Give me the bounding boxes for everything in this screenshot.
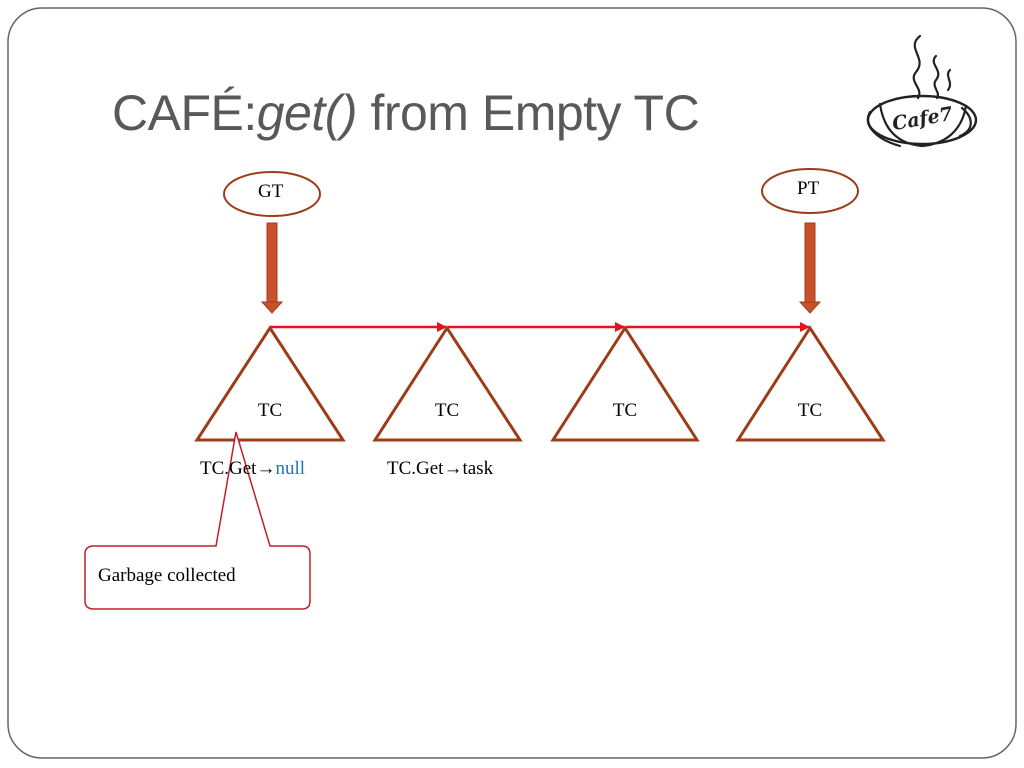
gt-down-arrow [260,222,284,314]
tc-label-4: TC [797,400,823,421]
callout-text: Garbage collected [98,565,236,586]
get-label-null-prefix: TC.Get [200,458,257,479]
title-method: get() [256,85,358,141]
callout-shape [84,431,311,610]
pt-thread-ellipse [761,168,859,214]
page-title: CAFÉ:get() from Empty TC [112,84,700,142]
arrow-right-icon: → [256,458,276,479]
get-label-null: TC.Get→null [200,458,305,480]
title-prefix: CAFÉ: [112,85,257,141]
gt-thread-ellipse [223,171,321,217]
coffee-cup-icon [866,34,978,148]
get-label-null-result: null [275,458,306,479]
get-label-task-prefix: TC.Get [387,458,444,479]
tc-label-3: TC [612,400,638,421]
tc-triangle-2 [372,325,523,442]
get-label-task-result: task [462,458,494,479]
arrow-right-icon: → [443,458,463,479]
pt-down-arrow [798,222,822,314]
title-suffix: from Empty TC [357,85,700,141]
gt-thread-label: GT [258,181,284,202]
tc-triangle-1 [194,325,346,442]
tc-triangle-4 [735,325,886,442]
tc-triangle-3 [550,325,700,442]
tc-label-1: TC [257,400,283,421]
get-label-task: TC.Get→task [387,458,493,480]
pt-thread-label: PT [797,178,820,199]
tc-label-2: TC [434,400,460,421]
